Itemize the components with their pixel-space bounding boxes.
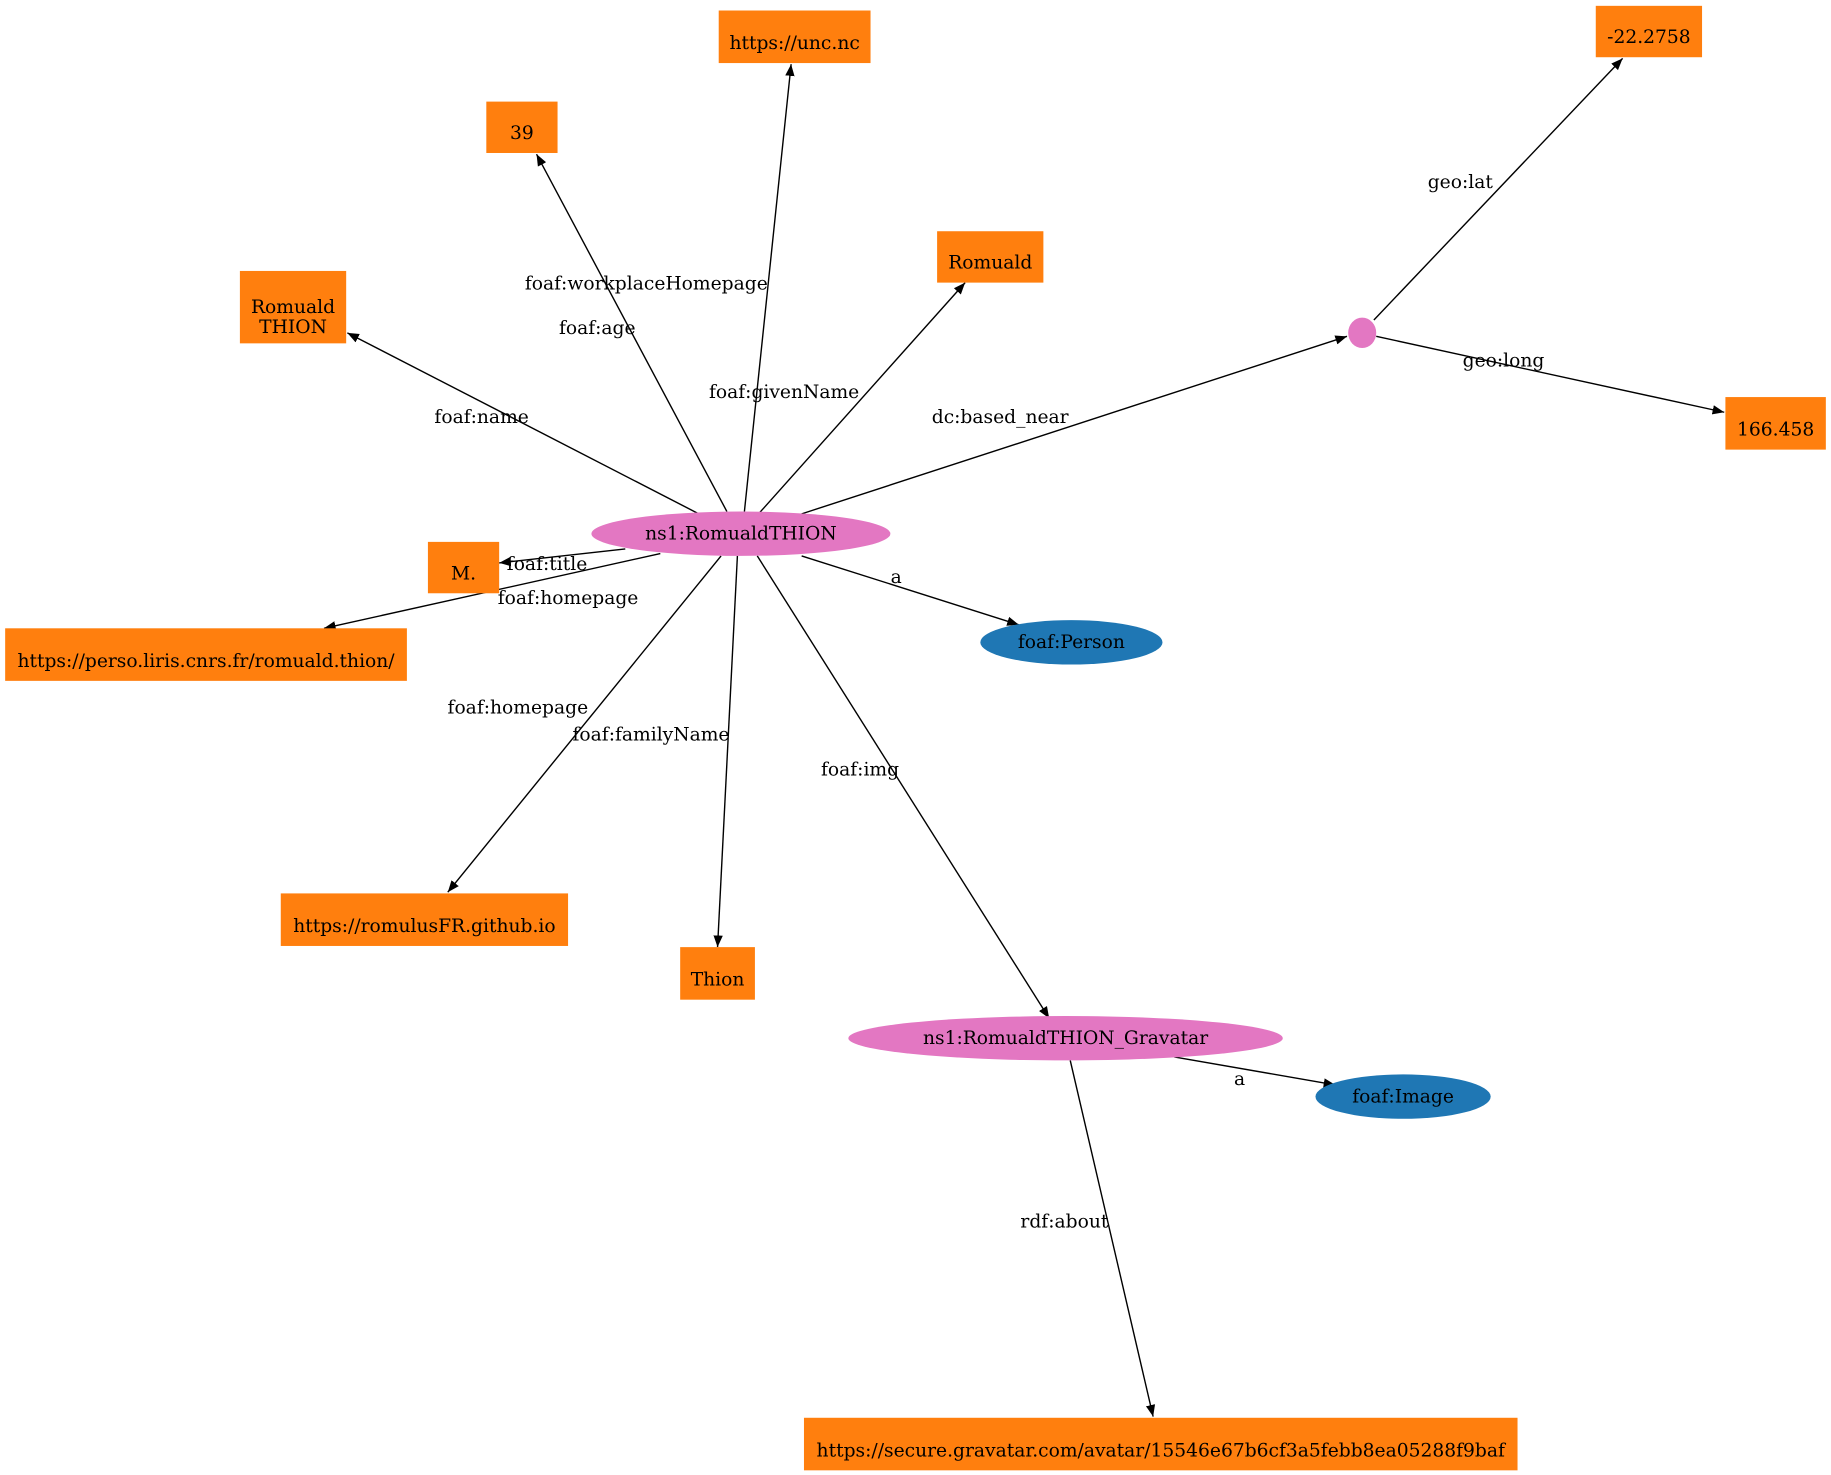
edge-romuald-bnode: [801, 335, 1348, 515]
edge-romuald-gravatar: [756, 555, 1050, 1019]
node-shape: [280, 893, 569, 946]
edge-label: foaf:name: [434, 407, 528, 428]
node-label: -22.2758: [1607, 27, 1691, 48]
node-label: THION: [259, 317, 327, 338]
node-lat[interactable]: -22.2758: [1595, 5, 1703, 58]
node-label: ns1:RomualdTHION_Gravatar: [923, 1028, 1208, 1049]
edge-romuald-thion: [713, 555, 739, 948]
edge-label: foaf:homepage: [448, 698, 589, 719]
edge-label: foaf:workplaceHomepage: [525, 274, 768, 295]
node-label: foaf:Person: [1018, 632, 1125, 653]
node-github[interactable]: https://romulusFR.github.io: [280, 893, 569, 946]
node-bnode[interactable]: [1348, 317, 1377, 349]
node-gravurl[interactable]: https://secure.gravatar.com/avatar/15546…: [803, 1417, 1518, 1471]
edge-gravatar-gravurl: [1069, 1060, 1156, 1417]
node-shape: [486, 101, 558, 153]
node-shape: [980, 620, 1163, 665]
node-title[interactable]: M.: [427, 541, 500, 594]
node-label: Thion: [691, 970, 745, 991]
edge-label: a: [1234, 1069, 1245, 1090]
node-shape: [1725, 397, 1826, 450]
edge-label: foaf:age: [559, 318, 636, 339]
node-long[interactable]: 166.458: [1725, 397, 1826, 450]
node-shape: [848, 1016, 1283, 1061]
node-shape: [427, 541, 500, 594]
node-shape: [1595, 5, 1703, 58]
node-person[interactable]: foaf:Person: [980, 620, 1163, 665]
edge-label: geo:long: [1463, 351, 1545, 372]
edge-label: foaf:homepage: [498, 588, 639, 609]
node-shape: [1348, 317, 1377, 349]
node-shape: [5, 628, 407, 681]
node-label: 39: [510, 123, 534, 144]
edge-label: rdf:about: [1020, 1211, 1108, 1232]
node-label: foaf:Image: [1352, 1086, 1454, 1107]
node-label: Romuald: [251, 297, 335, 318]
edge-label: a: [891, 567, 902, 588]
node-label: https://unc.nc: [729, 33, 859, 54]
edge-label: foaf:familyName: [573, 724, 730, 745]
edge-romuald-fullname: [347, 332, 700, 515]
node-label: Romuald: [948, 253, 1032, 274]
node-shape: [1315, 1074, 1491, 1119]
node-fullname[interactable]: RomualdTHION: [239, 270, 347, 344]
node-label: M.: [451, 563, 476, 584]
node-shape: [680, 947, 755, 1000]
node-gravatar[interactable]: ns1:RomualdTHION_Gravatar: [848, 1016, 1283, 1061]
node-liris[interactable]: https://perso.liris.cnrs.fr/romuald.thio…: [5, 628, 407, 681]
node-thion[interactable]: Thion: [680, 947, 755, 1000]
edge-romuald-age: [535, 153, 728, 512]
edge-romuald-github: [447, 555, 722, 893]
node-label: https://secure.gravatar.com/avatar/15546…: [817, 1440, 1507, 1461]
edge-label: foaf:title: [507, 554, 588, 575]
edge-label: geo:lat: [1428, 172, 1494, 193]
edge-label: foaf:img: [821, 759, 899, 780]
edge-romuald-title: [499, 548, 626, 567]
node-shape: [239, 270, 347, 344]
node-label: 166.458: [1737, 420, 1814, 441]
edge-label: dc:based_near: [932, 407, 1069, 428]
edge-label: foaf:givenName: [709, 382, 859, 403]
node-shape: [718, 10, 871, 64]
node-given[interactable]: Romuald: [937, 231, 1044, 283]
edge-gravatar-image: [1174, 1056, 1336, 1088]
node-shape: [803, 1417, 1518, 1471]
node-unc[interactable]: https://unc.nc: [718, 10, 871, 64]
node-label: https://perso.liris.cnrs.fr/romuald.thio…: [17, 651, 395, 672]
edge-romuald-unc: [743, 64, 795, 512]
node-romuald[interactable]: ns1:RomualdTHION: [591, 511, 891, 556]
node-label: ns1:RomualdTHION: [645, 524, 837, 545]
edge-bnode-lat: [1373, 57, 1624, 321]
edge-bnode-long: [1376, 335, 1725, 415]
node-age[interactable]: 39: [486, 101, 558, 153]
edge-romuald-given: [759, 282, 966, 514]
node-image[interactable]: foaf:Image: [1315, 1074, 1491, 1119]
node-shape: [937, 231, 1044, 283]
node-label: https://romulusFR.github.io: [293, 916, 555, 937]
node-shape: [591, 511, 891, 556]
edge-romuald-person: [801, 555, 1020, 626]
